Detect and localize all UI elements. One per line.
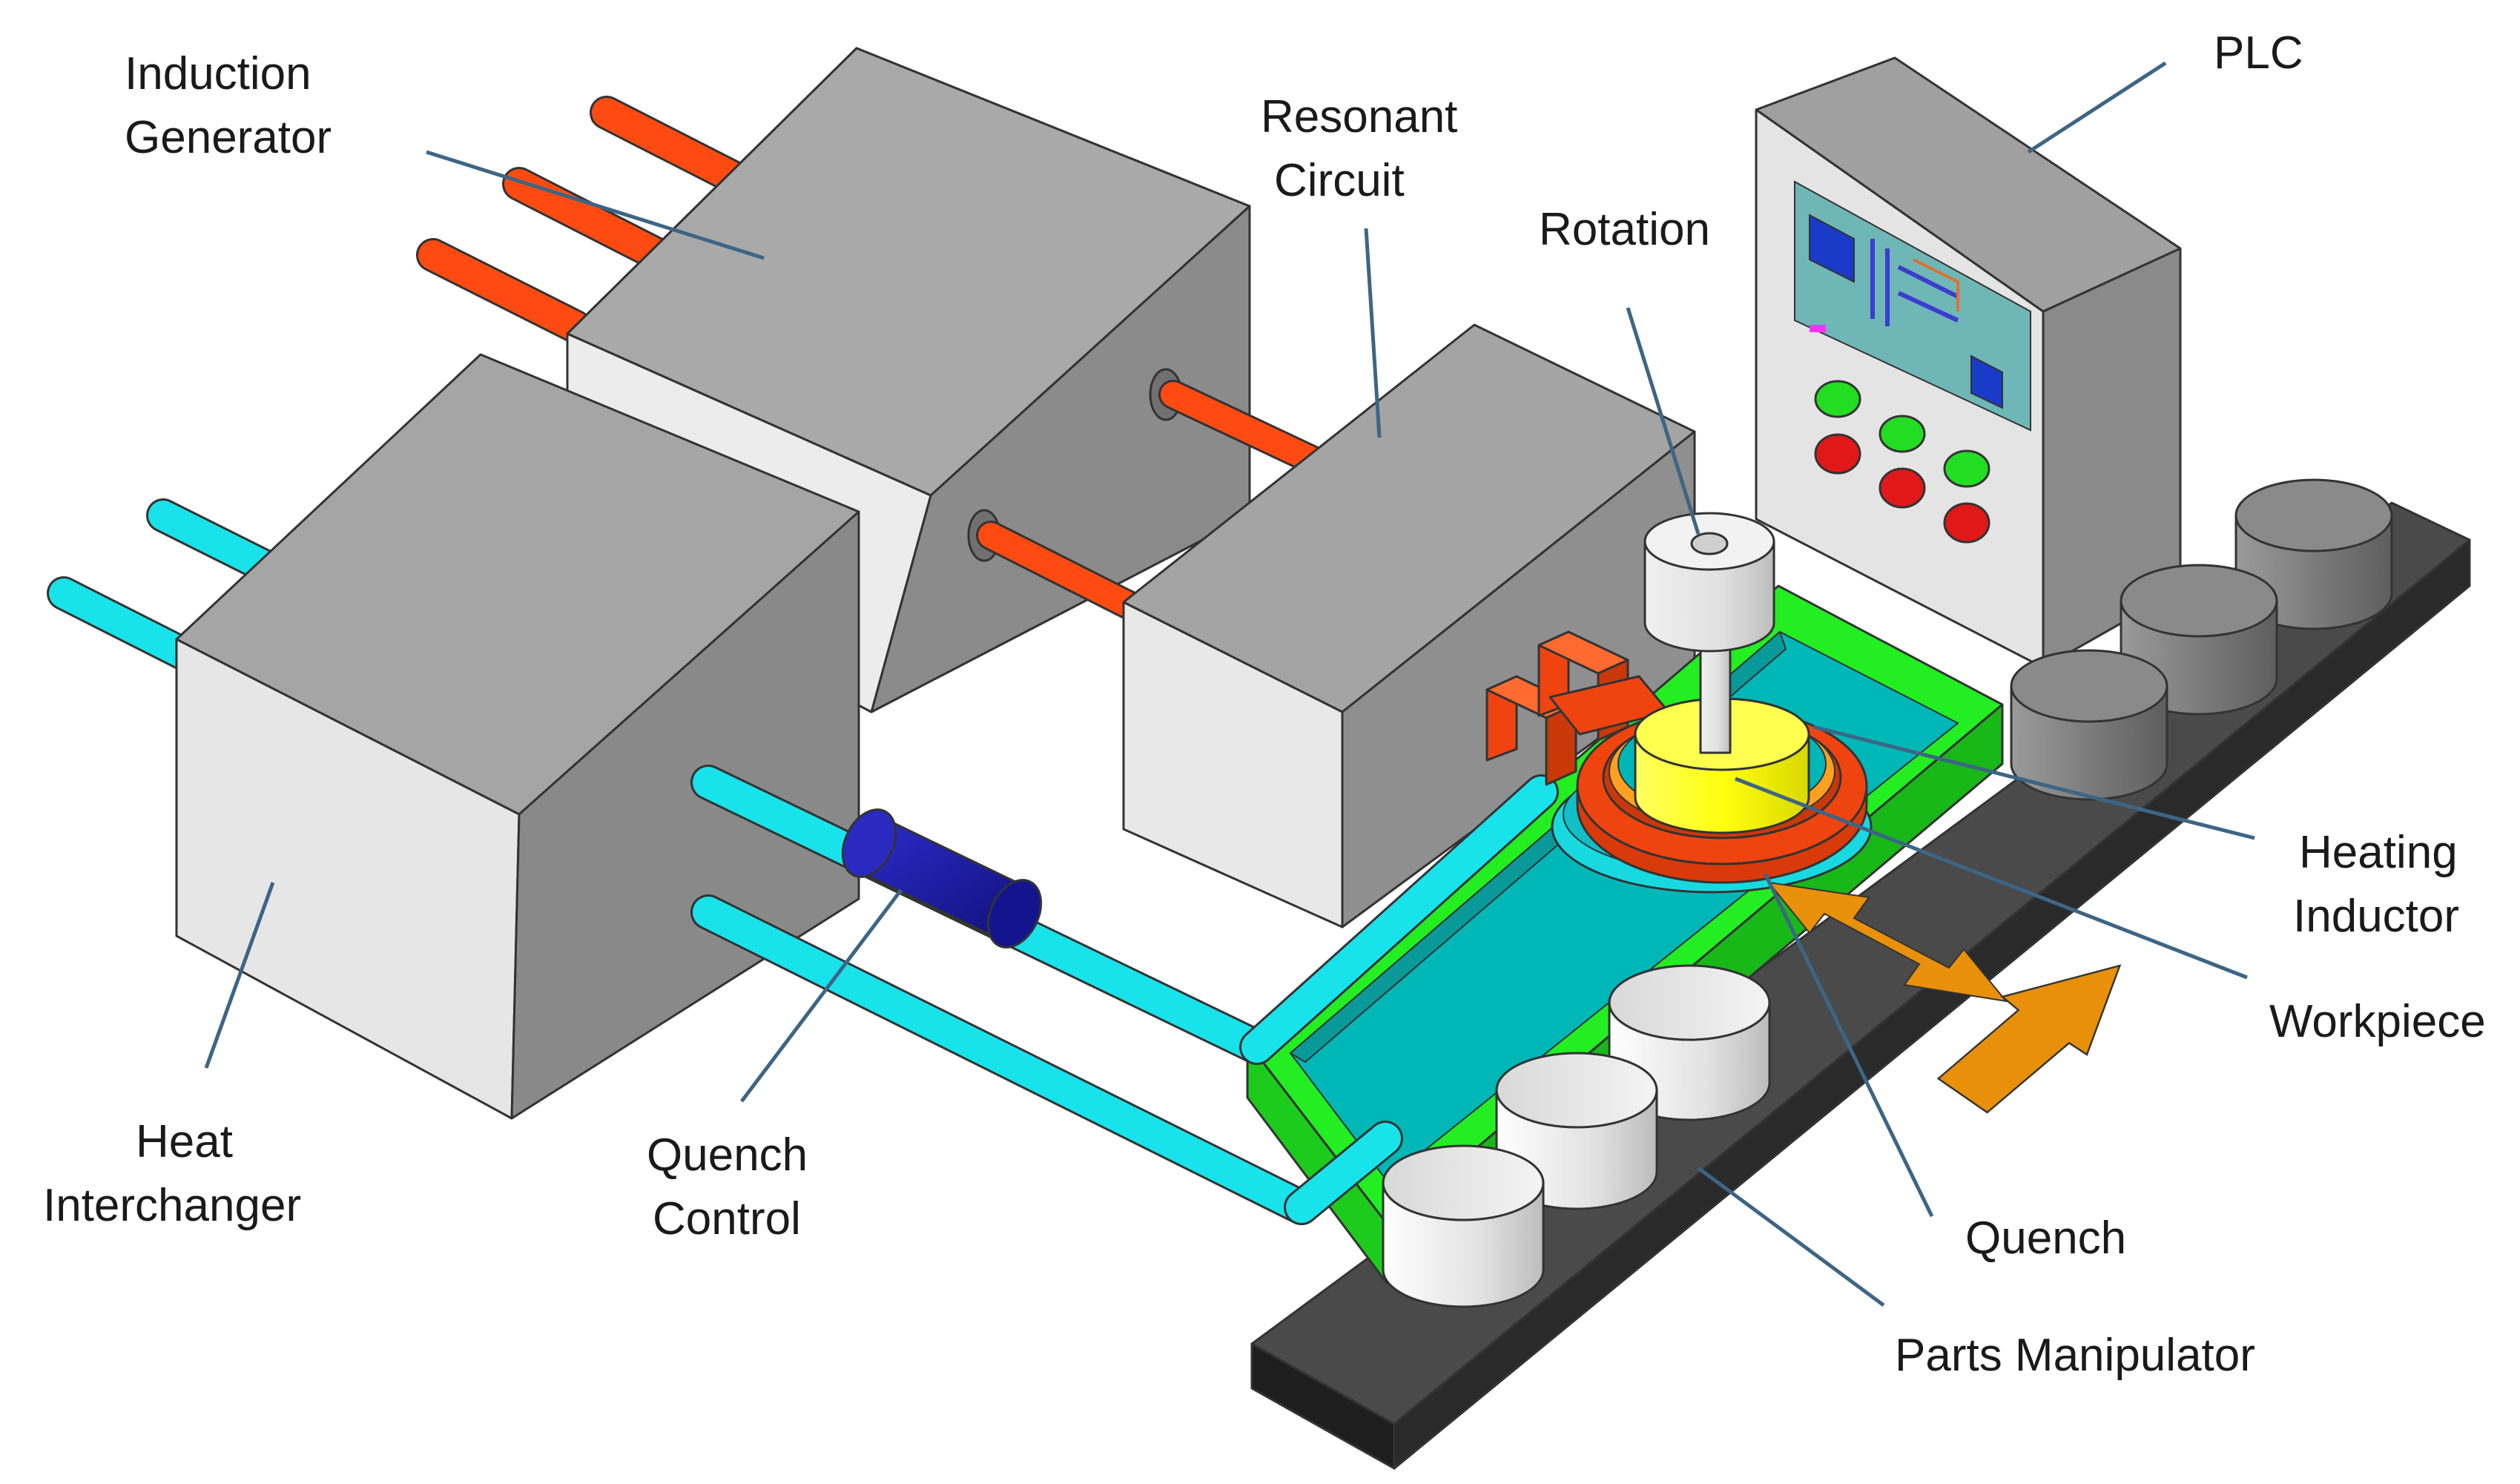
label-quench-control: Quench Control bbox=[647, 1130, 820, 1244]
double-headed-arrow bbox=[1767, 881, 2008, 1003]
leader-quench-control bbox=[740, 888, 903, 1103]
generator-to-resonant-cables bbox=[976, 380, 1342, 623]
part-drum bbox=[1382, 1144, 1545, 1308]
quench-control-valve bbox=[841, 808, 1043, 949]
parts-front-row bbox=[1382, 964, 1771, 1308]
leader-heat-interchanger bbox=[204, 882, 275, 1069]
motion-arrows bbox=[1767, 881, 2122, 1114]
label-workpiece: Workpiece bbox=[2269, 996, 2486, 1047]
parts-back-row bbox=[2010, 478, 2393, 801]
leader-plc bbox=[2027, 61, 2167, 154]
label-plc: PLC bbox=[2214, 27, 2303, 79]
label-resonant-circuit: Resonant Circuit bbox=[1261, 91, 1471, 206]
inductor-bus-bars bbox=[1485, 630, 1670, 786]
leader-lines bbox=[204, 61, 2255, 1307]
label-heat-interchanger: Heat Interchanger bbox=[43, 1116, 301, 1231]
label-quench: Quench bbox=[1965, 1213, 2126, 1264]
leader-quench bbox=[1763, 872, 1934, 1218]
rotation-head bbox=[1643, 512, 1775, 653]
label-rotation: Rotation bbox=[1539, 204, 1710, 255]
leader-induction-generator bbox=[426, 150, 765, 260]
leader-resonant-circuit bbox=[1364, 228, 1382, 438]
plc-cabinet bbox=[1755, 56, 2182, 669]
leader-rotation bbox=[1626, 307, 1701, 535]
feed-direction-arrow bbox=[1936, 964, 2122, 1114]
label-heating-inductor: Heating Inductor bbox=[2293, 827, 2470, 942]
plc-control-buttons bbox=[1814, 380, 1990, 544]
heat-interchanger-box bbox=[175, 353, 860, 1120]
heating-station bbox=[1485, 512, 1873, 894]
leader-parts-manipulator bbox=[1697, 1166, 1885, 1307]
labels: Induction Generator Resonant Circuit Rot… bbox=[43, 27, 2486, 1381]
part-drum bbox=[2010, 649, 2168, 801]
power-cables bbox=[416, 96, 766, 343]
label-induction-generator: Induction Generator bbox=[125, 48, 332, 163]
leader-heating-inductor bbox=[1813, 725, 2255, 840]
leader-workpiece bbox=[1735, 776, 2248, 980]
label-parts-manipulator: Parts Manipulator bbox=[1895, 1330, 2255, 1381]
